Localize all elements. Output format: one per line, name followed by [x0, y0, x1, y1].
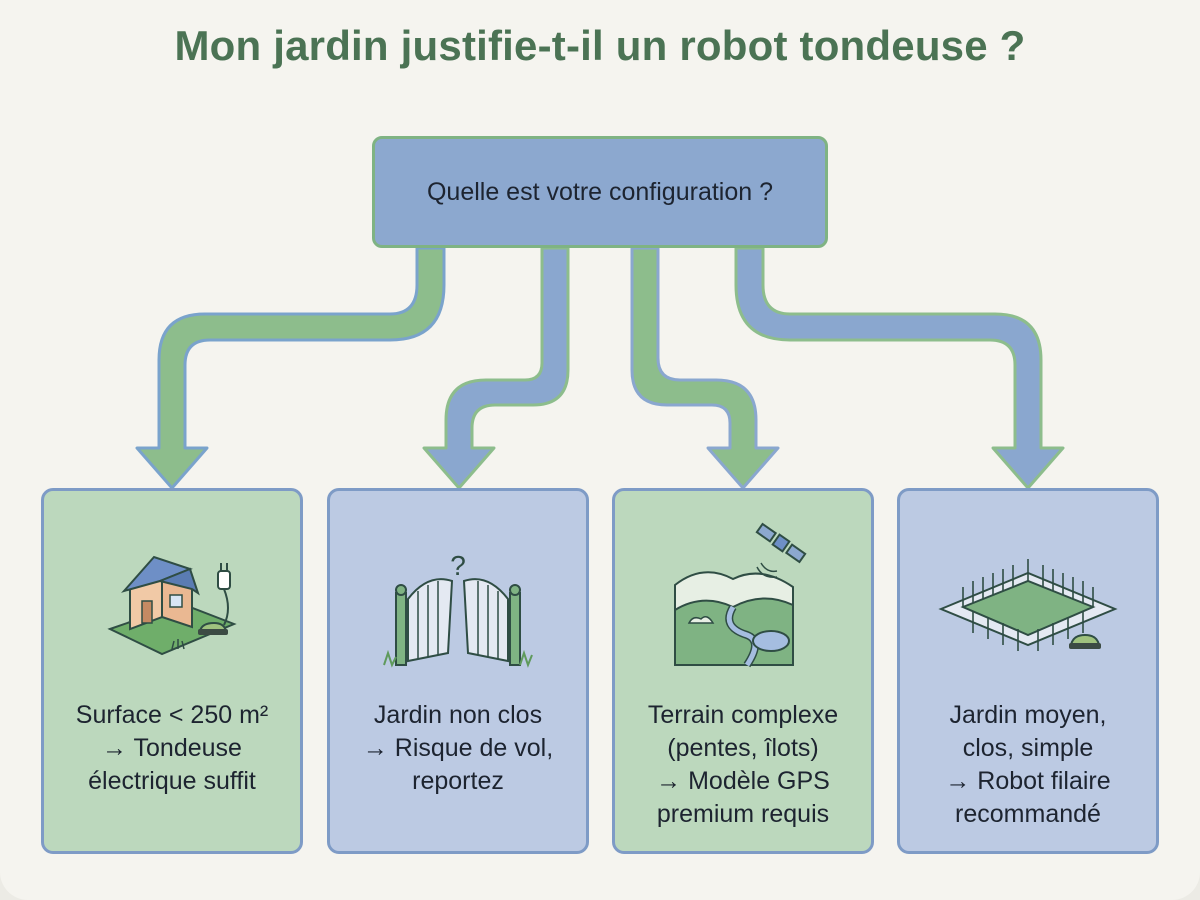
label-line: → Robot filaire	[945, 767, 1111, 795]
label-line: électrique suffit	[88, 767, 256, 795]
label-line: premium requis	[656, 800, 830, 828]
option-label: Terrain complexe (pentes, îlots) → Modèl…	[621, 699, 865, 831]
label-line: (pentes, îlots)	[667, 734, 819, 762]
label-line: → Modèle GPS	[656, 767, 830, 795]
fenced-lawn-icon	[933, 541, 1123, 676]
label-line: recommandé	[955, 800, 1101, 828]
label-line: clos, simple	[962, 734, 1094, 762]
page-title: Mon jardin justifie-t-il un robot tondeu…	[174, 22, 1026, 69]
option-card-small-garden: Surface < 250 m² → Tondeuse électrique s…	[41, 488, 303, 854]
label-line: Terrain complexe	[647, 701, 839, 729]
label-line: Jardin non clos	[373, 701, 543, 729]
arrow-to-card-1	[135, 246, 446, 490]
option-label: Surface < 250 m² → Tondeuse électrique s…	[50, 699, 294, 798]
label-line: Surface < 250 m²	[75, 701, 269, 729]
house-with-mower-icon	[102, 549, 242, 674]
label-line: reportez	[412, 767, 504, 795]
option-card-open-garden: ? Jardin non clos → Risque de vol, repor…	[327, 488, 589, 854]
root-question: Quelle est votre configuration ?	[426, 177, 774, 206]
option-card-complex-terrain: Terrain complexe (pentes, îlots) → Modèl…	[612, 488, 874, 854]
open-gate-question-icon: ?	[378, 550, 538, 678]
option-label: Jardin non clos → Risque de vol, reporte…	[336, 699, 580, 798]
label-line: → Risque de vol,	[362, 734, 554, 762]
label-line: → Tondeuse	[102, 734, 242, 762]
arrow-to-card-4	[734, 246, 1065, 490]
option-label: Jardin moyen, clos, simple → Robot filai…	[906, 699, 1150, 831]
satellite-terrain-icon	[663, 515, 823, 680]
label-line: Jardin moyen,	[949, 701, 1107, 729]
root-question-box: Quelle est votre configuration ?	[372, 136, 828, 248]
arrow-to-card-3	[630, 246, 780, 490]
question-mark: ?	[450, 553, 466, 581]
option-card-medium-fenced-garden: Jardin moyen, clos, simple → Robot filai…	[897, 488, 1159, 854]
arrow-to-card-2	[422, 246, 570, 490]
